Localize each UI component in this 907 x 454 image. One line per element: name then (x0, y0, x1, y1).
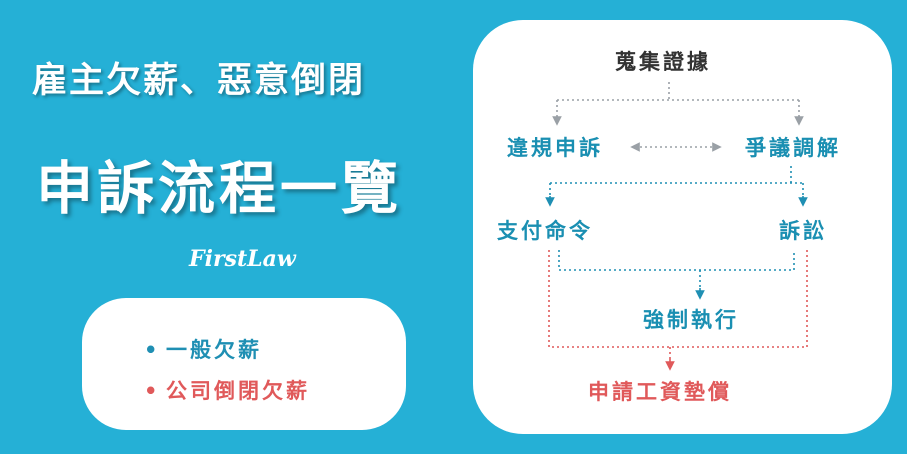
page-title: 雇主欠薪、惡意倒閉 (32, 61, 366, 101)
connector-general-merge (558, 250, 795, 292)
flow-connectors (545, 82, 808, 371)
node-labor-dispute: 爭議調解 (745, 136, 841, 160)
legend-item-general: •一般欠薪 (144, 334, 262, 364)
bullet-icon: • (144, 338, 161, 362)
bullet-icon: • (144, 379, 161, 403)
node-evidence: 蒐集證據 (615, 50, 711, 74)
connector-dispute-split (549, 166, 804, 200)
node-payment-order: 支付命令 (497, 219, 593, 243)
legend-label: 公司倒閉欠薪 (166, 379, 310, 403)
connector-closure-merge (548, 250, 808, 363)
brand-name: FirstLaw (189, 246, 296, 272)
node-enforcement: 強制執行 (643, 308, 739, 332)
flowchart: 蒐集證據 違規申訴 爭議調解 支付命令 訴訟 強制執行 申請工資墊償 (473, 20, 892, 434)
page-subtitle: 申訴流程一覽 (36, 156, 402, 222)
connector-evidence-split (556, 82, 800, 120)
node-violation-complaint: 違規申訴 (507, 136, 603, 160)
node-lawsuit: 訴訟 (779, 219, 827, 243)
node-wage-advance: 申請工資墊償 (588, 380, 732, 404)
legend: •一般欠薪 •公司倒閉欠薪 (82, 298, 406, 430)
legend-item-closure: •公司倒閉欠薪 (144, 375, 310, 405)
legend-label: 一般欠薪 (166, 338, 262, 362)
